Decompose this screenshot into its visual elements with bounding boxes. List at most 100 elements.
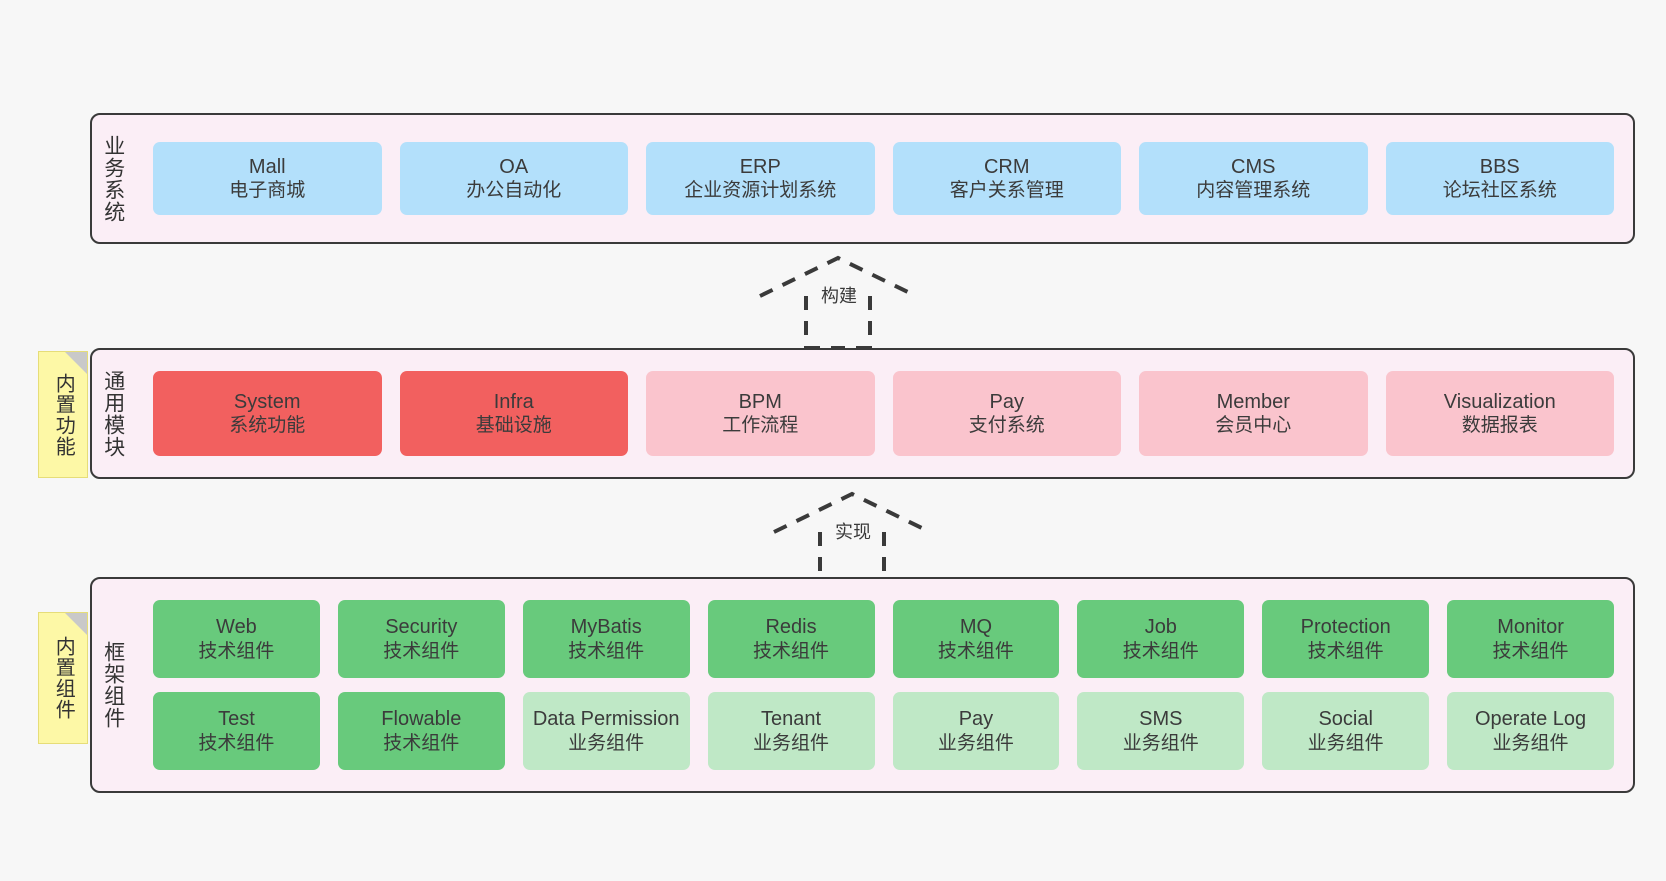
node-row: Web 技术组件 Security 技术组件 MyBatis 技术组件 Redi… bbox=[144, 600, 1623, 678]
connector-implement: 实现 bbox=[762, 486, 942, 586]
node-crm[interactable]: CRM 客户关系管理 bbox=[892, 142, 1121, 215]
node-title: BBS bbox=[1479, 155, 1520, 178]
node-row: System 系统功能 Infra 基础设施 BPM 工作流程 Pay 支付系统 bbox=[144, 371, 1623, 456]
node-title: Visualization bbox=[1443, 390, 1556, 413]
node-flowable[interactable]: Flowable 技术组件 bbox=[337, 692, 505, 770]
node-monitor[interactable]: Monitor 技术组件 bbox=[1447, 600, 1614, 678]
generalization-arrow-icon bbox=[759, 255, 917, 350]
node-subtitle: 业务组件 bbox=[1307, 732, 1384, 754]
node-subtitle: 技术组件 bbox=[198, 640, 275, 662]
node-subtitle: 电子商城 bbox=[229, 180, 306, 202]
node-tenant[interactable]: Tenant 业务组件 bbox=[707, 692, 875, 770]
node-title: ERP bbox=[739, 155, 781, 178]
node-web[interactable]: Web 技术组件 bbox=[153, 600, 320, 678]
node-subtitle: 数据报表 bbox=[1461, 415, 1538, 437]
node-subtitle: 工作流程 bbox=[722, 415, 799, 437]
layer-framework-components: 框架组件 Web 技术组件 Security 技术组件 MyBatis 技术组件 bbox=[90, 577, 1635, 793]
node-erp[interactable]: ERP 企业资源计划系统 bbox=[646, 142, 875, 215]
node-operate-log[interactable]: Operate Log 业务组件 bbox=[1447, 692, 1614, 770]
node-subtitle: 技术组件 bbox=[198, 732, 275, 754]
node-subtitle: 技术组件 bbox=[383, 640, 460, 662]
node-subtitle: 系统功能 bbox=[229, 415, 306, 437]
node-oa[interactable]: OA 办公自动化 bbox=[399, 142, 628, 215]
node-grid-modules: System 系统功能 Infra 基础设施 BPM 工作流程 Pay 支付系统 bbox=[144, 359, 1623, 468]
node-subtitle: 内容管理系统 bbox=[1196, 180, 1311, 202]
node-visualization[interactable]: Visualization 数据报表 bbox=[1385, 371, 1614, 456]
connector-label-implement: 实现 bbox=[832, 518, 874, 544]
node-title: Test bbox=[218, 708, 255, 731]
node-social[interactable]: Social 业务组件 bbox=[1262, 692, 1430, 770]
node-title: Pay bbox=[958, 708, 994, 731]
node-mybatis[interactable]: MyBatis 技术组件 bbox=[522, 600, 690, 678]
node-row: Mall 电子商城 OA 办公自动化 ERP 企业资源计划系统 CRM 客户关系… bbox=[144, 142, 1623, 215]
node-title: Pay bbox=[989, 390, 1024, 413]
node-bbs[interactable]: BBS 论坛社区系统 bbox=[1385, 142, 1614, 215]
node-title: CMS bbox=[1231, 155, 1276, 178]
node-infra[interactable]: Infra 基础设施 bbox=[399, 371, 628, 456]
node-title: Data Permission bbox=[532, 708, 680, 731]
node-subtitle: 企业资源计划系统 bbox=[684, 180, 837, 202]
node-title: Flowable bbox=[381, 708, 462, 731]
layer-body-framework: Web 技术组件 Security 技术组件 MyBatis 技术组件 Redi… bbox=[134, 579, 1633, 791]
node-title: Security bbox=[385, 616, 458, 639]
node-job[interactable]: Job 技术组件 bbox=[1077, 600, 1245, 678]
node-test[interactable]: Test 技术组件 bbox=[153, 692, 320, 770]
node-title: CRM bbox=[983, 155, 1030, 178]
node-pay-component[interactable]: Pay 业务组件 bbox=[892, 692, 1060, 770]
node-title: BPM bbox=[738, 390, 782, 413]
layer-business-system: 业务系统 Mall 电子商城 OA 办公自动化 ERP 企业资源计划系统 bbox=[90, 113, 1635, 244]
node-system[interactable]: System 系统功能 bbox=[153, 371, 382, 456]
node-subtitle: 技术组件 bbox=[383, 732, 460, 754]
layer-body-business: Mall 电子商城 OA 办公自动化 ERP 企业资源计划系统 CRM 客户关系… bbox=[134, 115, 1633, 242]
node-row: Test 技术组件 Flowable 技术组件 Data Permission … bbox=[144, 692, 1623, 770]
node-title: MQ bbox=[959, 616, 993, 639]
node-subtitle: 技术组件 bbox=[568, 640, 645, 662]
layer-body-modules: System 系统功能 Infra 基础设施 BPM 工作流程 Pay 支付系统 bbox=[134, 350, 1633, 477]
node-sms[interactable]: SMS 业务组件 bbox=[1077, 692, 1245, 770]
node-security[interactable]: Security 技术组件 bbox=[337, 600, 505, 678]
node-subtitle: 基础设施 bbox=[475, 415, 552, 437]
node-title: Protection bbox=[1300, 616, 1391, 639]
node-title: Job bbox=[1144, 616, 1177, 639]
node-subtitle: 业务组件 bbox=[1122, 732, 1199, 754]
node-subtitle: 技术组件 bbox=[937, 640, 1014, 662]
node-title: Operate Log bbox=[1474, 708, 1587, 731]
connector-label-build: 构建 bbox=[818, 282, 860, 308]
node-subtitle: 论坛社区系统 bbox=[1442, 180, 1557, 202]
node-subtitle: 技术组件 bbox=[1307, 640, 1384, 662]
layer-title-modules: 通用模块 bbox=[101, 369, 125, 458]
node-pay-module[interactable]: Pay 支付系统 bbox=[892, 371, 1121, 456]
node-subtitle: 客户关系管理 bbox=[949, 180, 1064, 202]
layer-common-modules: 通用模块 System 系统功能 Infra 基础设施 BPM 工作流程 bbox=[90, 348, 1635, 479]
node-bpm[interactable]: BPM 工作流程 bbox=[646, 371, 875, 456]
node-subtitle: 业务组件 bbox=[753, 732, 830, 754]
node-subtitle: 技术组件 bbox=[1122, 640, 1199, 662]
node-data-permission[interactable]: Data Permission 业务组件 bbox=[522, 692, 690, 770]
node-title: Mall bbox=[248, 155, 286, 178]
node-subtitle: 技术组件 bbox=[1492, 640, 1569, 662]
node-subtitle: 支付系统 bbox=[968, 415, 1045, 437]
node-title: SMS bbox=[1139, 708, 1183, 731]
node-subtitle: 会员中心 bbox=[1215, 415, 1292, 437]
generalization-arrow-icon bbox=[773, 491, 931, 586]
node-subtitle: 办公自动化 bbox=[466, 180, 562, 202]
node-protection[interactable]: Protection 技术组件 bbox=[1262, 600, 1430, 678]
node-mq[interactable]: MQ 技术组件 bbox=[892, 600, 1060, 678]
node-title: Social bbox=[1318, 708, 1373, 731]
node-title: Member bbox=[1216, 390, 1290, 413]
sticky-note-builtin-features: 内置功能 bbox=[38, 351, 88, 478]
sticky-note-builtin-components: 内置组件 bbox=[38, 612, 88, 744]
node-member[interactable]: Member 会员中心 bbox=[1139, 371, 1368, 456]
node-subtitle: 技术组件 bbox=[753, 640, 830, 662]
connector-build: 构建 bbox=[748, 250, 928, 350]
layer-title-framework: 框架组件 bbox=[101, 641, 125, 729]
node-mall[interactable]: Mall 电子商城 bbox=[153, 142, 382, 215]
node-title: OA bbox=[499, 155, 529, 178]
node-redis[interactable]: Redis 技术组件 bbox=[707, 600, 875, 678]
node-cms[interactable]: CMS 内容管理系统 bbox=[1139, 142, 1368, 215]
node-title: System bbox=[233, 390, 301, 413]
node-title: Tenant bbox=[761, 708, 822, 731]
node-subtitle: 业务组件 bbox=[568, 732, 645, 754]
node-subtitle: 业务组件 bbox=[1492, 732, 1569, 754]
